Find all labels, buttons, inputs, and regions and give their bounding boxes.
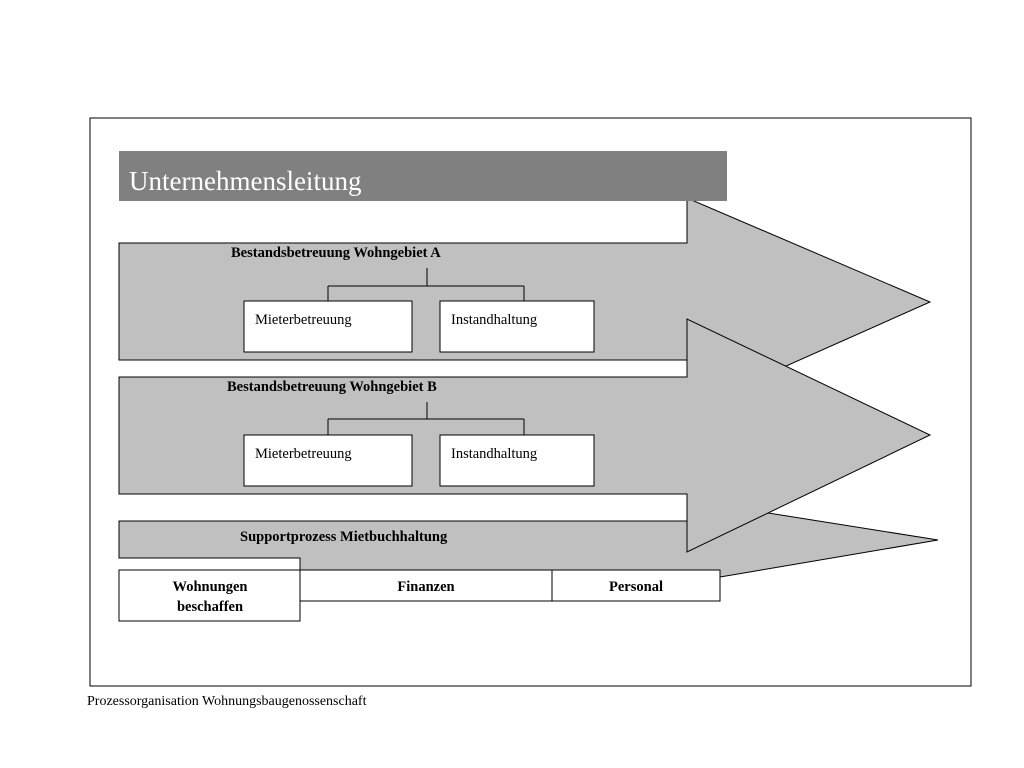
area-b-connector: [327, 402, 525, 435]
header-bar: [119, 151, 727, 201]
footer-caption: Prozessorganisation Wohnungsbaugenossens…: [87, 694, 367, 709]
area-b-unit-label-2: Instandhaltung: [451, 446, 537, 462]
area-a-unit-box-2: [439, 300, 595, 353]
area-a-connector: [327, 268, 525, 301]
support-box-wohnungen-line1: Wohnungen: [173, 579, 248, 595]
area-a-title: Bestandsbetreuung Wohngebiet A: [231, 245, 441, 261]
support-box-finanzen-label: Finanzen: [397, 579, 454, 595]
area-a-unit-box-1: [243, 300, 413, 353]
support-box-finanzen: [299, 569, 553, 602]
header-title: Unternehmensleitung: [129, 166, 361, 196]
support-title: Supportprozess Mietbuchhaltung: [240, 529, 448, 545]
area-a-unit-label-1: Mieterbetreuung: [255, 312, 352, 328]
area-b-unit-box-1: [243, 434, 413, 487]
support-box-personal-label: Personal: [609, 579, 663, 595]
support-box-wohnungen-line2: beschaffen: [177, 599, 243, 615]
area-b-title: Bestandsbetreuung Wohngebiet B: [227, 379, 437, 395]
area-a-unit-label-2: Instandhaltung: [451, 312, 537, 328]
area-b-unit-label-1: Mieterbetreuung: [255, 446, 352, 462]
support-box-personal: [551, 569, 721, 602]
area-b-unit-box-2: [439, 434, 595, 487]
